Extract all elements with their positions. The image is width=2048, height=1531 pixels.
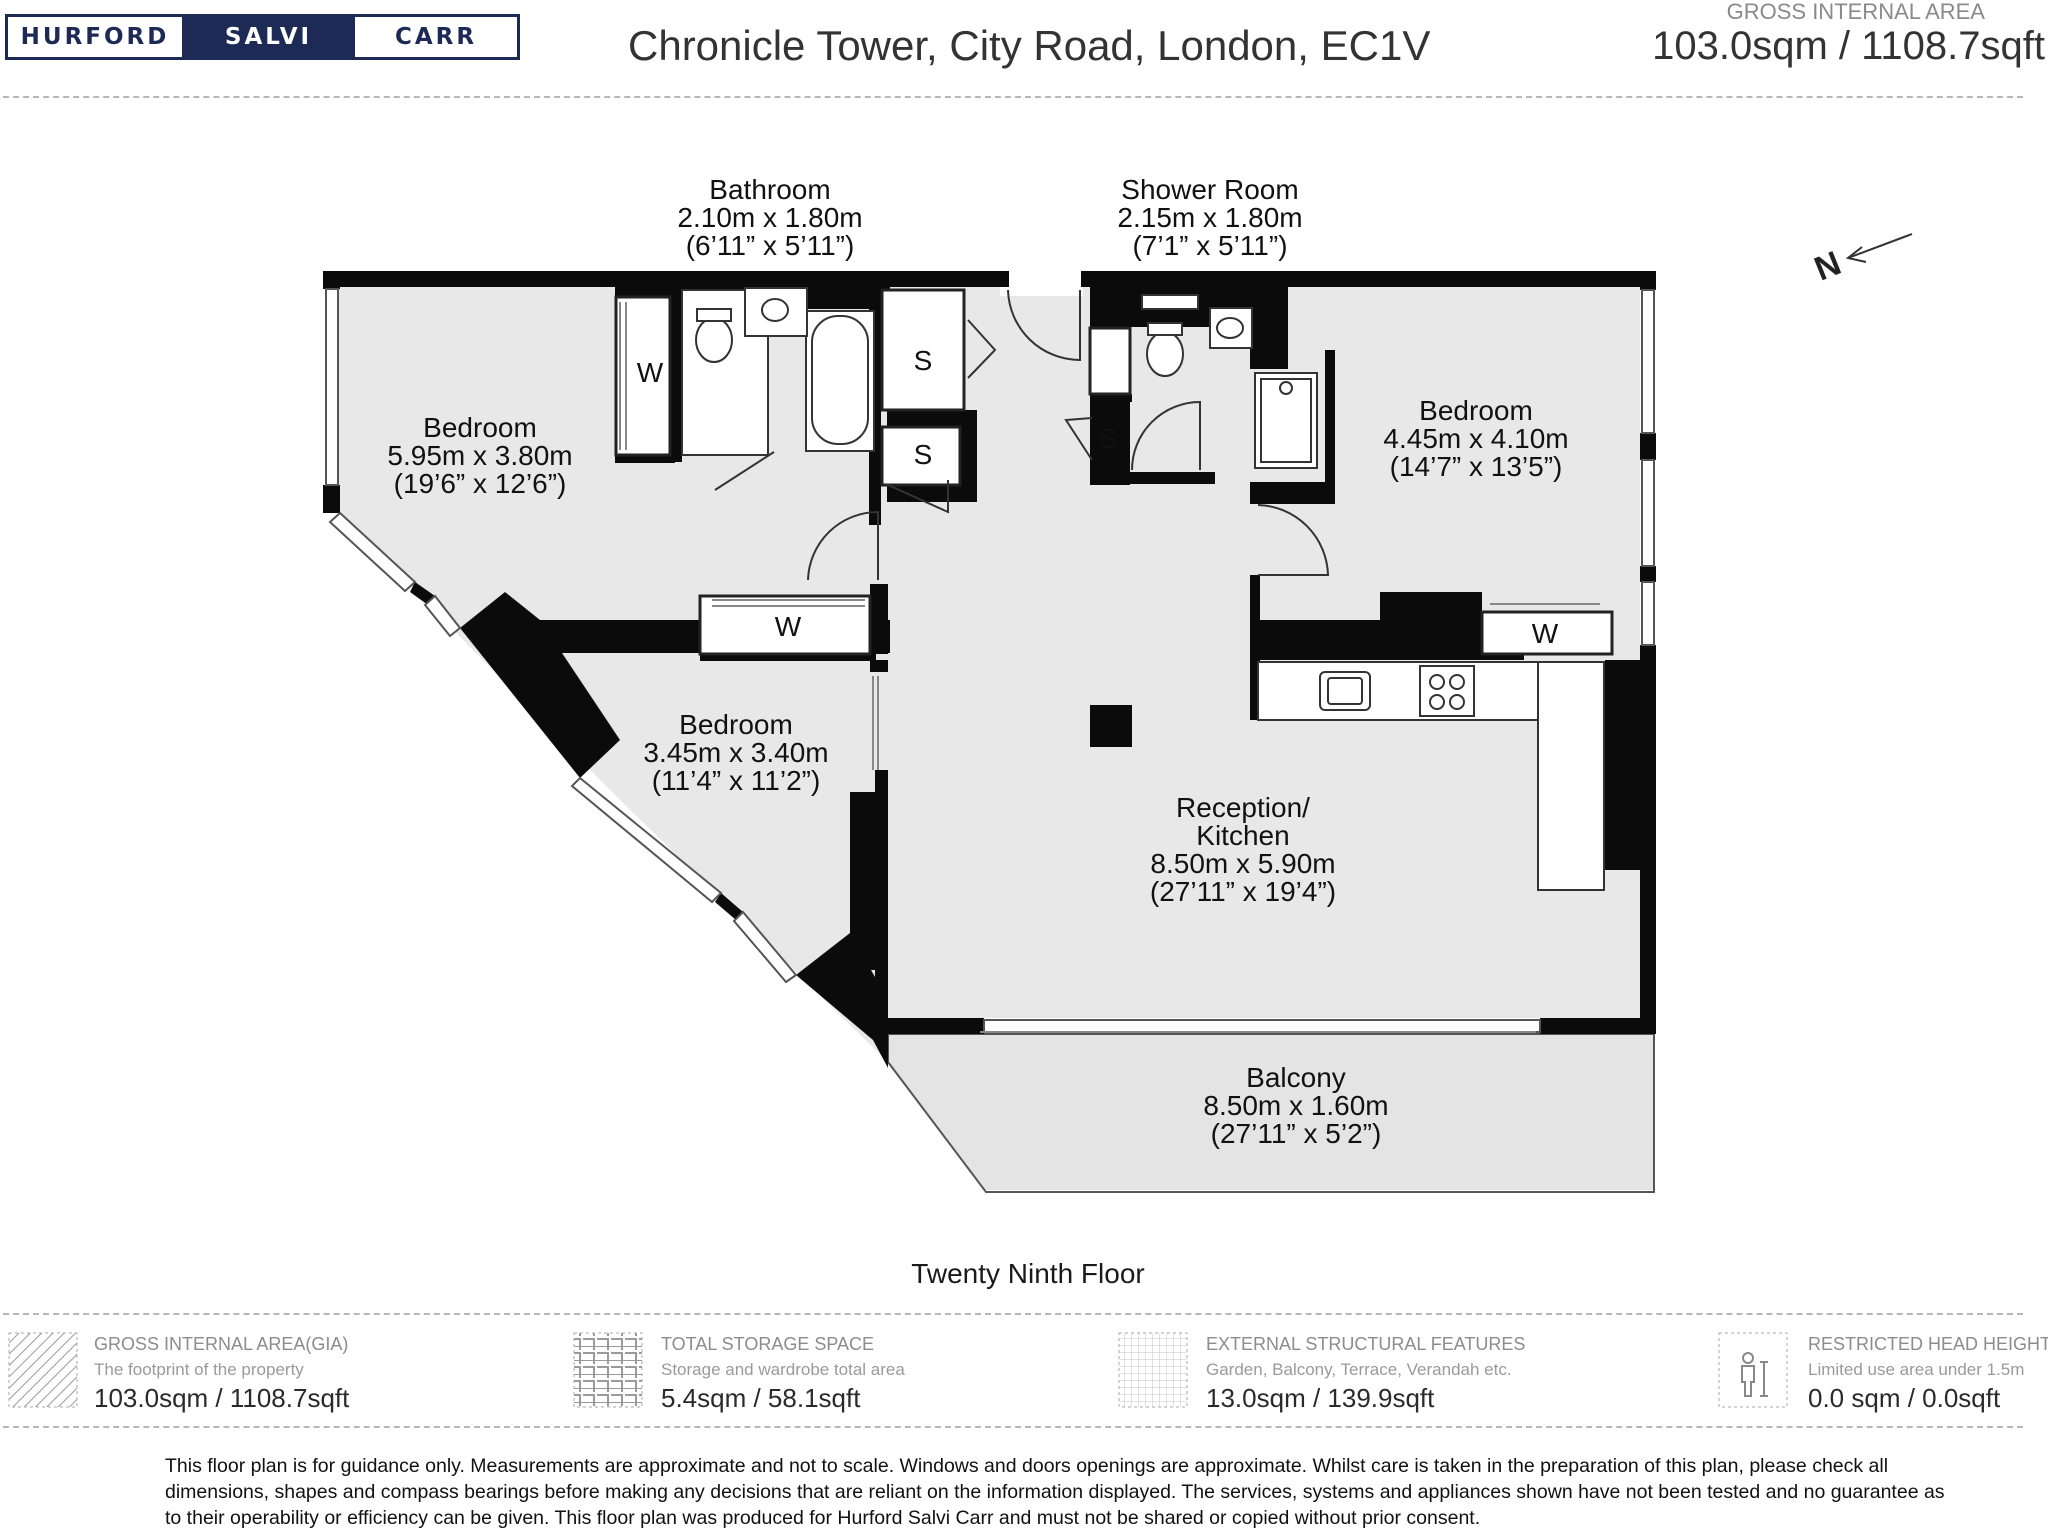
room-size-metric: 4.45m x 4.10m: [1383, 423, 1569, 454]
brand-word-carr: CARR: [355, 17, 517, 57]
room-size-metric: 5.95m x 3.80m: [387, 440, 573, 471]
wardrobe-tag: W: [636, 357, 664, 388]
reception-kitchen-label: Reception/ Kitchen 8.50m x 5.90m (27’11”…: [1150, 794, 1336, 906]
balcony-label: Balcony 8.50m x 1.60m (27’11” x 5’2”): [1203, 1064, 1388, 1148]
legend-description: Limited use area under 1.5m: [1808, 1360, 2025, 1379]
room-size-imperial: (6’11” x 5’11”): [685, 230, 855, 261]
brand-logo: HURFORD SALVI CARR: [5, 14, 520, 60]
room-name: Bedroom: [679, 709, 793, 740]
room-name: Balcony: [1246, 1062, 1346, 1093]
grid-pattern-icon: [1118, 1332, 1188, 1408]
legend-value: 103.0sqm / 1108.7sqft: [94, 1383, 350, 1413]
header-divider: [3, 96, 2023, 98]
north-label: N: [1809, 244, 1846, 288]
brand-word-salvi: SALVI: [182, 17, 355, 57]
gia-header-label: GROSS INTERNAL AREA: [1726, 0, 1985, 24]
room-name-second-line: Kitchen: [1196, 820, 1290, 851]
bathroom-label: Bathroom 2.10m x 1.80m (6’11” x 5’11”): [677, 176, 862, 260]
legend-divider-bottom: [3, 1426, 2023, 1428]
room-name: Bathroom: [709, 174, 831, 205]
windows: [325, 288, 1655, 1033]
legend-value: 13.0sqm / 139.9sqft: [1206, 1383, 1435, 1413]
room-size-imperial: (14’7” x 13’5”): [1389, 451, 1563, 482]
disclaimer-text: This floor plan is for guidance only. Me…: [165, 1455, 1945, 1529]
room-name: Reception/: [1176, 792, 1310, 823]
room-name: Bedroom: [1419, 395, 1533, 426]
legend-divider-top: [3, 1313, 2023, 1315]
legend-value: 0.0 sqm / 0.0sqft: [1808, 1383, 2001, 1413]
room-size-metric: 3.45m x 3.40m: [643, 737, 829, 768]
room-size-metric: 8.50m x 1.60m: [1203, 1090, 1389, 1121]
room-size-imperial: (7’1” x 5’11”): [1132, 230, 1288, 261]
bedroom-3-label: Bedroom 3.45m x 3.40m (11’4” x 11’2”): [643, 711, 828, 795]
legend-description: Storage and wardrobe total area: [661, 1360, 905, 1379]
room-size-imperial: (27’11” x 19’4”): [1149, 876, 1337, 907]
person-height-icon: [1718, 1332, 1788, 1408]
legend-description: The footprint of the property: [94, 1360, 304, 1379]
floor-name: Twenty Ninth Floor: [911, 1258, 1145, 1289]
balcony-floor: [888, 1034, 1654, 1190]
legend-description: Garden, Balcony, Terrace, Verandah etc.: [1206, 1360, 1512, 1379]
room-name: Bedroom: [423, 412, 537, 443]
legend-title: GROSS INTERNAL AREA(GIA): [94, 1334, 349, 1354]
walls: [323, 271, 1656, 1068]
room-size-metric: 8.50m x 5.90m: [1150, 848, 1336, 879]
gia-header-value: 103.0sqm / 1108.7sqft: [1652, 24, 2045, 68]
legend-title: TOTAL STORAGE SPACE: [661, 1334, 875, 1354]
legend-title: RESTRICTED HEAD HEIGHT: [1808, 1334, 2048, 1354]
property-address: Chronicle Tower, City Road, London, EC1V: [628, 22, 1431, 69]
room-size-metric: 2.15m x 1.80m: [1117, 202, 1303, 233]
storage-tag: S: [913, 345, 933, 376]
shower-room-label: Shower Room 2.15m x 1.80m (7’1” x 5’11”): [1117, 176, 1302, 260]
room-size-imperial: (11’4” x 11’2”): [651, 765, 821, 796]
structural-column: [1090, 705, 1132, 747]
brand-word-hurford: HURFORD: [8, 17, 182, 57]
storage-pattern-icon: [573, 1332, 643, 1408]
storage-tag: S: [913, 439, 933, 470]
north-arrow-icon: N: [1809, 233, 1913, 289]
bedroom-1-label: Bedroom 5.95m x 3.80m (19’6” x 12’6”): [387, 414, 572, 498]
room-name: Shower Room: [1121, 174, 1299, 205]
kitchen-units: [1257, 661, 1605, 891]
room-size-imperial: (19’6” x 12’6”): [393, 468, 567, 499]
storage-tag: S: [1098, 423, 1118, 454]
bathroom-fittings: [681, 287, 1318, 469]
room-size-imperial: (27’11” x 5’2”): [1210, 1118, 1382, 1149]
legend-value: 5.4sqm / 58.1sqft: [661, 1383, 861, 1413]
sliding-doors: [619, 302, 1600, 1033]
floor-area: [336, 287, 1654, 1190]
legend-title: EXTERNAL STRUCTURAL FEATURES: [1206, 1334, 1526, 1354]
hatched-area-icon: [8, 1332, 78, 1408]
wardrobe-tag: W: [1531, 618, 1559, 649]
door-swings: [714, 289, 1330, 581]
bedroom-2-label: Bedroom 4.45m x 4.10m (14’7” x 13’5”): [1383, 397, 1568, 481]
room-size-metric: 2.10m x 1.80m: [677, 202, 863, 233]
wardrobe-tag: W: [774, 611, 802, 642]
